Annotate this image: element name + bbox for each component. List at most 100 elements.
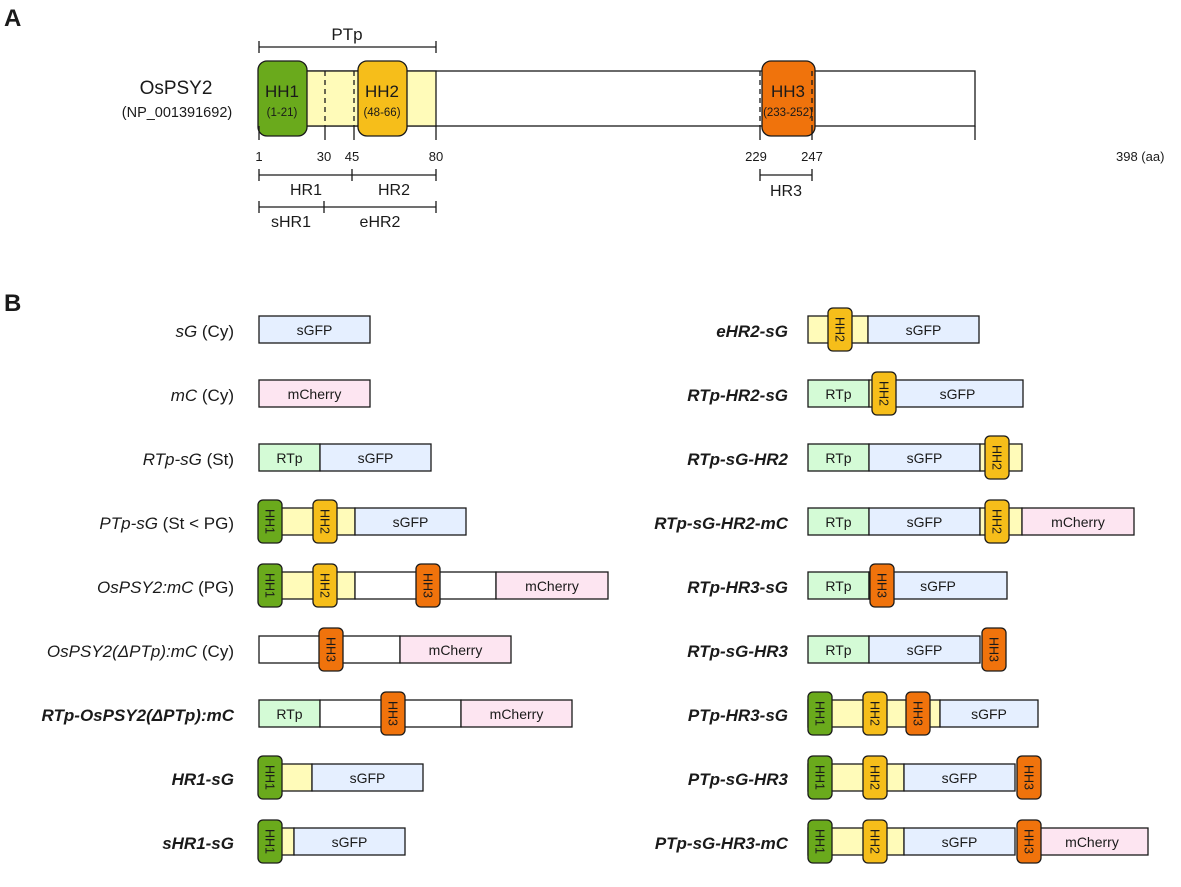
construct-name-italic: RTp-sG-HR2 <box>687 450 788 469</box>
hh2-pill-label: HH2 <box>318 509 332 534</box>
rtp-segment-label: RTp <box>825 578 851 594</box>
construct-name-italic: RTp-sG <box>143 450 202 469</box>
right-construct-name: eHR2-sG <box>716 322 788 341</box>
left-construct-name: sG (Cy) <box>175 322 234 341</box>
hh3-range: (233-252) <box>763 107 813 119</box>
hh3-pill <box>318 627 344 672</box>
rtp-segment <box>807 635 870 664</box>
mcherry-segment <box>1021 507 1135 536</box>
sgfp-segment <box>891 379 1024 408</box>
rtp-segment-label: RTp <box>276 706 302 722</box>
hh2-pill <box>312 563 338 608</box>
sgfp-segment <box>903 763 1016 792</box>
hh2-pill-label: HH2 <box>877 381 891 406</box>
tick-398-unit: 398 (aa) <box>1116 149 1164 164</box>
hh3-pill-label: HH3 <box>987 637 1001 662</box>
right-construct-name: PTp-sG-HR3-mC <box>655 834 789 853</box>
hr2-label: HR2 <box>378 182 410 199</box>
left-construct-name: sHR1-sG <box>162 834 234 853</box>
sgfp-segment-label: sGFP <box>358 450 394 466</box>
sgfp-segment <box>354 507 467 536</box>
hh3-pill-label: HH3 <box>1022 765 1036 790</box>
right-construct-name: RTp-HR3-sG <box>687 578 788 597</box>
right-construct-name: RTp-sG-HR3 <box>687 642 788 661</box>
tick-1: 1 <box>255 149 262 164</box>
hh3-pill <box>905 691 931 736</box>
hh1-pill <box>807 691 833 736</box>
hh2-range: (48-66) <box>363 107 400 119</box>
hh2-pill-label: HH2 <box>868 765 882 790</box>
sgfp-segment-label: sGFP <box>297 322 333 338</box>
construct-name-italic: mC <box>171 386 198 405</box>
rtp-segment-label: RTp <box>276 450 302 466</box>
hh2-pill-label: HH2 <box>318 573 332 598</box>
rtp-segment-label: RTp <box>825 450 851 466</box>
construct-localization: (Cy) <box>197 642 234 661</box>
mcherry-segment <box>460 699 573 728</box>
sgfp-segment-label: sGFP <box>393 514 429 530</box>
mcherry-segment-label: mCherry <box>525 578 579 594</box>
protein-accession: (NP_001391692) <box>122 105 232 121</box>
construct-localization: (Cy) <box>197 386 234 405</box>
construct-names-right: eHR2-sGRTp-HR2-sGRTp-sG-HR2RTp-sG-HR2-mC… <box>654 322 789 853</box>
construct-name-italic: OsPSY2:mC <box>97 578 194 597</box>
hh3-pill <box>380 691 406 736</box>
sgfp-segment-label: sGFP <box>942 834 978 850</box>
hh3-label: HH3 <box>771 82 805 101</box>
sgfp-segment-label: sGFP <box>920 578 956 594</box>
right-construct-name: PTp-HR3-sG <box>688 706 788 725</box>
sgfp-segment <box>939 699 1039 728</box>
hh2-box <box>357 60 408 137</box>
hh1-range: (1-21) <box>267 107 298 119</box>
sgfp-segment-label: sGFP <box>907 514 943 530</box>
mcherry-segment-label: mCherry <box>429 642 483 658</box>
mcherry-segment-label: mCherry <box>1051 514 1105 530</box>
construct-name-italic: sG <box>175 322 197 341</box>
construct-row: RTp sGFP <box>258 443 432 472</box>
construct-name-italic: RTp-sG-HR2-mC <box>654 514 789 533</box>
mcherry-segment-label: mCherry <box>1065 834 1119 850</box>
panel-a-protein-map: A OsPSY2 (NP_001391692) PTp HH1 (1-21) H… <box>4 5 1164 231</box>
hh2-pill <box>862 819 888 864</box>
hr3-label: HR3 <box>770 183 802 200</box>
construct-name-italic: PTp-sG-HR3-mC <box>655 834 789 853</box>
sgfp-segment <box>868 507 981 536</box>
mcherry-segment <box>1035 827 1149 856</box>
hh3-pill-label: HH3 <box>324 637 338 662</box>
construct-name-italic: PTp-sG-HR3 <box>688 770 789 789</box>
ptp-label: PTp <box>331 25 362 44</box>
sgfp-segment-label: sGFP <box>907 450 943 466</box>
hr1-label: HR1 <box>290 182 322 199</box>
left-construct-name: OsPSY2:mC (PG) <box>97 578 234 597</box>
construct-name-italic: HR1-sG <box>172 770 234 789</box>
hh1-pill-label: HH1 <box>263 765 277 790</box>
sgfp-segment <box>868 443 981 472</box>
sgfp-segment <box>258 315 371 344</box>
construct-localization: (St < PG) <box>158 514 234 533</box>
sgfp-segment <box>903 827 1016 856</box>
construct-name-italic: RTp-OsPSY2(ΔPTp):mC <box>42 706 235 725</box>
sgfp-segment <box>311 763 424 792</box>
mcherry-segment-label: mCherry <box>288 386 342 402</box>
mcherry-segment <box>495 571 609 600</box>
hh3-pill-label: HH3 <box>911 701 925 726</box>
hh1-pill <box>257 819 283 864</box>
right-construct-name: RTp-sG-HR2 <box>687 450 788 469</box>
hh1-pill-label: HH1 <box>813 701 827 726</box>
hh1-pill-label: HH1 <box>263 829 277 854</box>
hh1-pill <box>807 819 833 864</box>
hh3-pill-label: HH3 <box>1022 829 1036 854</box>
sgfp-segment-label: sGFP <box>942 770 978 786</box>
hh2-pill <box>871 371 897 416</box>
rtp-segment <box>258 699 321 728</box>
sgfp-segment-label: sGFP <box>350 770 386 786</box>
sgfp-segment-label: sGFP <box>940 386 976 402</box>
construct-row: sGFP <box>258 315 371 344</box>
construct-localization: (PG) <box>193 578 234 597</box>
construct-name-italic: RTp-HR3-sG <box>687 578 788 597</box>
hh2-pill <box>984 499 1010 544</box>
